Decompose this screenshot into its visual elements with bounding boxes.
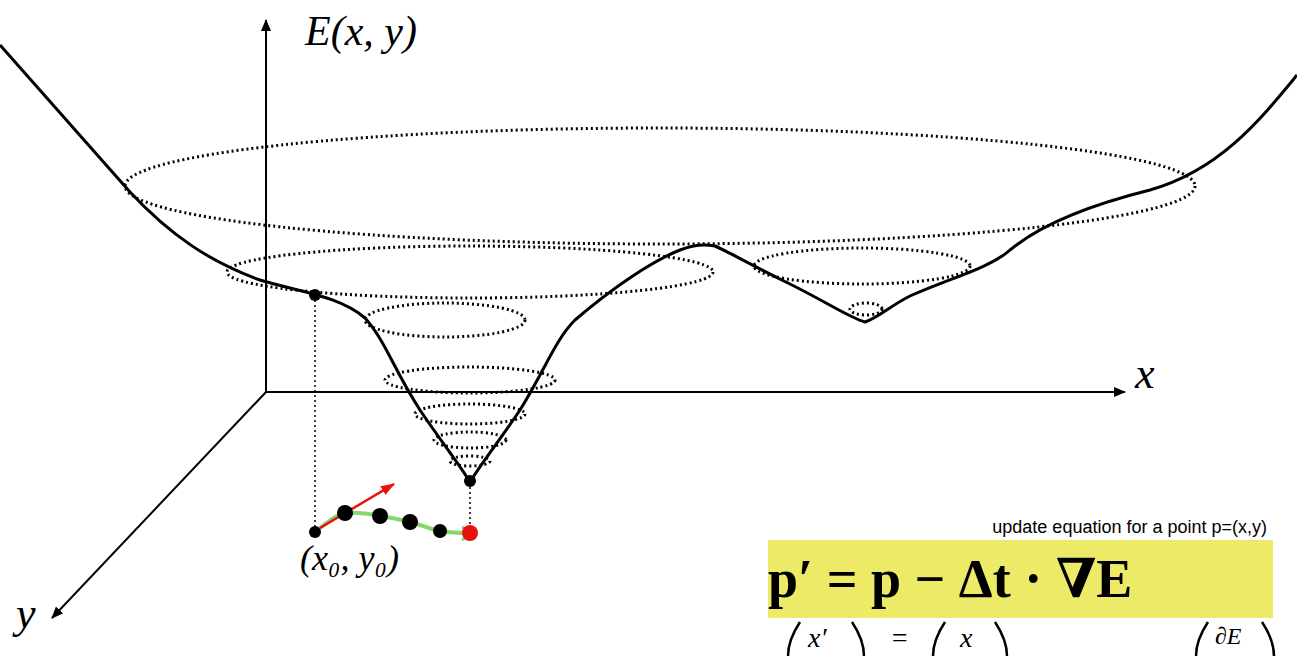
y-axis: [52, 392, 266, 618]
math-label: y: [16, 592, 36, 636]
gradient-arrow: [320, 484, 394, 528]
projection-line: [314, 295, 316, 530]
update-equation: p′ = p − Δt · ∇E: [768, 552, 1132, 606]
equation-heading: update equation for a point p=(x,y): [992, 518, 1267, 536]
min-point: [464, 475, 476, 487]
start-point: [309, 289, 321, 301]
iterates: [309, 505, 447, 538]
math-label: E(x, y): [305, 10, 417, 52]
equation-box: update equation for a point p=(x,y)p′ = …: [768, 540, 1273, 618]
energy-curve: [0, 45, 1297, 482]
projection-line: [469, 482, 471, 530]
math-label: x: [1135, 352, 1155, 396]
math-label: x: [960, 624, 972, 652]
math-label: =: [890, 624, 909, 652]
math-label: (x₀, y₀): [300, 540, 399, 576]
math-label: x′: [808, 624, 827, 652]
x-axis: [266, 391, 1125, 393]
matrix-parentheses: [788, 622, 1274, 656]
e-axis: [265, 20, 267, 392]
final-point: [462, 525, 478, 541]
level-sets: [125, 128, 1195, 466]
math-label: ∂E: [1215, 624, 1242, 648]
